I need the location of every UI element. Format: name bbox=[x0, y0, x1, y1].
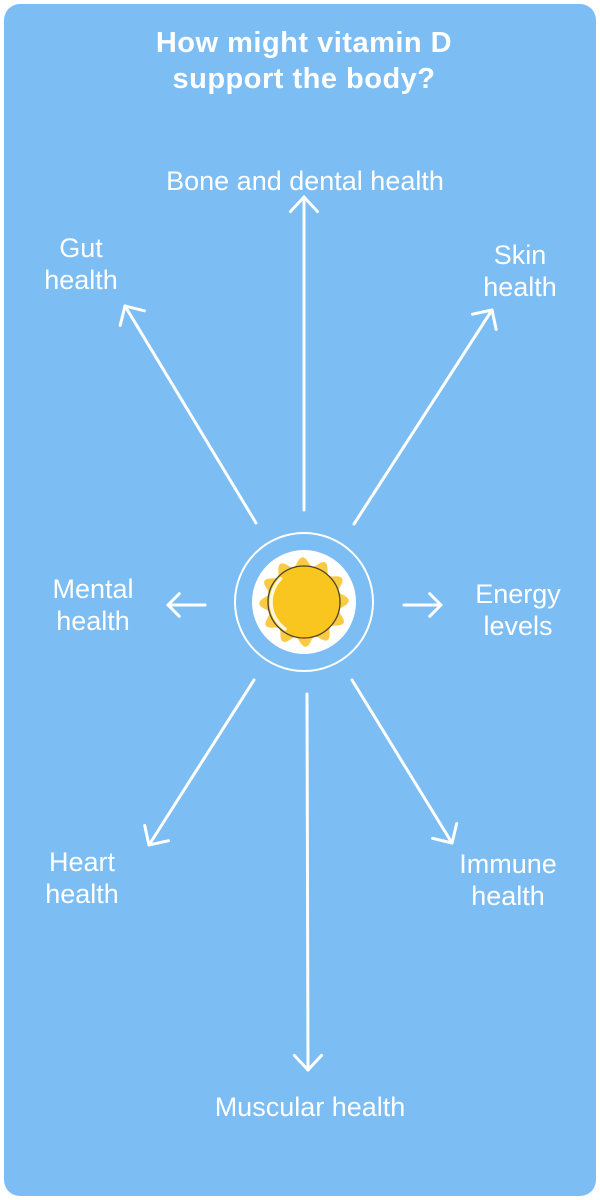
label-heart-health: Heart health bbox=[45, 847, 119, 909]
title-line-1: How might vitamin D bbox=[155, 27, 453, 59]
diagram-canvas bbox=[118, 195, 498, 1072]
sun-core bbox=[267, 565, 341, 639]
arrow-to-energy-levels-icon bbox=[402, 592, 443, 618]
label-muscular-health: Muscular health bbox=[214, 1092, 406, 1122]
arrow-to-gut-health-icon bbox=[118, 304, 258, 525]
sun-highlight bbox=[269, 576, 287, 631]
label-bone-and-dental-health: Bone and dental health bbox=[166, 166, 444, 196]
label-skin-health: Skin health bbox=[483, 240, 557, 302]
arrow-to-skin-health-icon bbox=[352, 308, 498, 526]
arrow-to-muscular-health-icon bbox=[292, 692, 324, 1072]
sun-outer-ring bbox=[234, 532, 374, 672]
title-line-2: support the body? bbox=[172, 63, 436, 95]
arrow-to-mental-health-icon bbox=[166, 592, 207, 618]
arrow-to-immune-health-icon bbox=[350, 678, 459, 845]
label-mental-health: Mental health bbox=[52, 574, 134, 636]
infographic-title: How might vitamin D support the body? bbox=[94, 25, 514, 97]
sun-icon bbox=[234, 532, 374, 672]
spoke-arrows bbox=[118, 195, 498, 1072]
label-energy-levels: Energy levels bbox=[475, 579, 561, 641]
label-immune-health: Immune health bbox=[459, 849, 557, 911]
label-gut-health: Gut health bbox=[44, 233, 118, 295]
arrow-to-bone-health-icon bbox=[288, 195, 320, 512]
infographic-card: How might vitamin D support the body? Bo… bbox=[4, 4, 596, 1196]
arrow-to-heart-health-icon bbox=[143, 678, 256, 847]
